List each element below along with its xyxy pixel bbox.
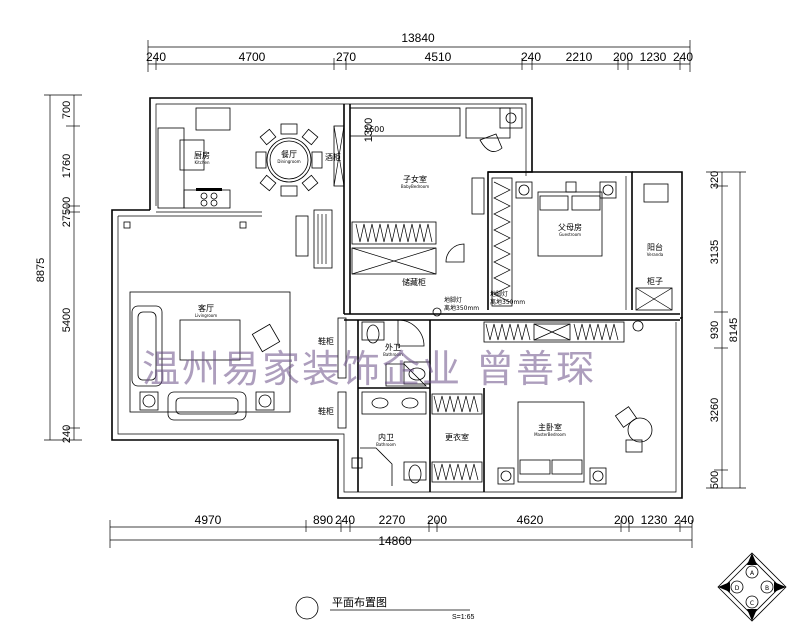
right-seg-dim: 500 — [709, 471, 721, 489]
living-room-furniture — [123, 209, 333, 421]
left-seg-dim: 700 — [61, 101, 73, 119]
room-label-dressing: 更衣室 — [445, 432, 469, 442]
top-seg-dim: 2210 — [566, 50, 593, 64]
compass-label: C — [750, 600, 754, 607]
compass-rose — [717, 552, 787, 622]
room-label-inner-bath: 内卫 — [378, 432, 394, 442]
compass-label: A — [750, 570, 755, 577]
room-label-living: 客厅 — [198, 303, 214, 313]
dim-1300: 1300 — [363, 118, 375, 142]
drawing-scale: S=1:65 — [452, 614, 474, 621]
walls — [111, 97, 683, 499]
room-label-dining-en: Diningroom — [277, 159, 300, 164]
right-dimension-lines — [706, 171, 746, 489]
top-dimension-lines — [147, 40, 691, 72]
right-seg-dim: 3260 — [709, 398, 721, 422]
room-label-kitchen-en: Kitchen — [194, 160, 209, 165]
room-label-kitchen: 厨房 — [194, 150, 210, 160]
room-label-outer-bath-en: Bathroom — [383, 352, 403, 357]
shoe-cabinets — [337, 317, 347, 429]
room-label-guest: 父母房 — [558, 222, 582, 232]
dining-table-set — [255, 123, 345, 197]
room-label-master-en: MasterBedroom — [534, 432, 566, 437]
bottom-seg-dim: 1230 — [641, 513, 668, 527]
top-seg-dim: 270 — [336, 50, 356, 64]
balcony-fixtures — [632, 183, 673, 332]
bottom-seg-dim: 4970 — [195, 513, 222, 527]
right-seg-dim: 930 — [709, 321, 721, 339]
guest-room-furniture — [491, 177, 617, 307]
top-total-dim: 13840 — [401, 31, 435, 45]
left-seg-dim: 27500 — [61, 197, 73, 228]
master-bedroom-furniture — [483, 321, 653, 485]
compass-label: B — [765, 585, 769, 592]
right-seg-dim: 320 — [709, 171, 721, 189]
room-label-master: 主卧室 — [538, 422, 562, 432]
top-seg-dim: 240 — [146, 50, 166, 64]
kitchen-fixtures — [157, 107, 231, 209]
room-label-child: 子女室 — [403, 174, 427, 184]
top-seg-dim: 4700 — [239, 50, 266, 64]
left-seg-dim: 1760 — [61, 154, 73, 178]
label-cabinet: 柜子 — [647, 276, 663, 286]
bottom-seg-dim: 240 — [674, 513, 694, 527]
left-dimension-lines — [44, 94, 82, 441]
note-foot-light-1: 离地350mm — [444, 304, 479, 312]
room-label-inner-bath-en: Bathroom — [376, 442, 396, 447]
right-total-dim: 8145 — [728, 318, 740, 342]
label-foot-light-2: 地脚灯 — [490, 290, 508, 298]
bottom-total-dim: 14860 — [378, 534, 412, 548]
label-foot-light-1: 地脚灯 — [444, 296, 462, 304]
bottom-seg-dim: 200 — [614, 513, 634, 527]
label-storage: 储藏柜 — [402, 277, 426, 287]
top-seg-dim: 4510 — [425, 50, 452, 64]
room-label-balcony-en: Veranda — [647, 252, 664, 257]
bottom-seg-dim: 2270 — [379, 513, 406, 527]
left-seg-dim: 240 — [61, 425, 73, 443]
room-label-dining: 餐厅 — [281, 150, 297, 159]
room-label-living-en: Livingroom — [195, 313, 217, 318]
room-label-outer-bath: 外卫 — [385, 342, 401, 352]
compass-label: D — [735, 585, 740, 592]
bottom-seg-dim: 200 — [427, 513, 447, 527]
top-seg-dim: 1230 — [640, 50, 667, 64]
label-shoe-cabinet-2: 鞋柜 — [318, 406, 334, 416]
room-label-child-en: BabyBedroom — [401, 184, 429, 189]
bottom-dimension-lines — [109, 520, 693, 548]
room-label-guest-en: Guestroom — [559, 232, 581, 237]
left-seg-dim: 5400 — [61, 308, 73, 332]
room-label-balcony: 阳台 — [647, 242, 663, 252]
dim-2600: 2600 — [364, 125, 384, 134]
bottom-seg-dim: 890 — [313, 513, 333, 527]
left-total-dim: 8875 — [35, 258, 47, 282]
right-seg-dim: 3135 — [709, 240, 721, 264]
title-circle — [295, 596, 319, 620]
child-room-furniture — [349, 107, 523, 275]
note-foot-light-2: 离地350mm — [490, 298, 525, 306]
label-shoe-cabinet-1: 鞋柜 — [318, 336, 334, 346]
bottom-seg-dim: 240 — [335, 513, 355, 527]
inner-bathroom-fixtures — [351, 391, 427, 486]
drawing-title: 平面布置图 — [332, 596, 387, 609]
dressing-room-fixtures — [431, 393, 483, 483]
top-seg-dim: 240 — [673, 50, 693, 64]
top-seg-dim: 200 — [613, 50, 633, 64]
top-seg-dim: 240 — [521, 50, 541, 64]
label-wine-cabinet: 酒柜 — [325, 152, 341, 162]
outer-bathroom-fixtures — [361, 307, 442, 387]
bottom-seg-dim: 4620 — [517, 513, 544, 527]
watermark-text: 温州易家装饰企业 曾善琛 — [142, 347, 596, 391]
